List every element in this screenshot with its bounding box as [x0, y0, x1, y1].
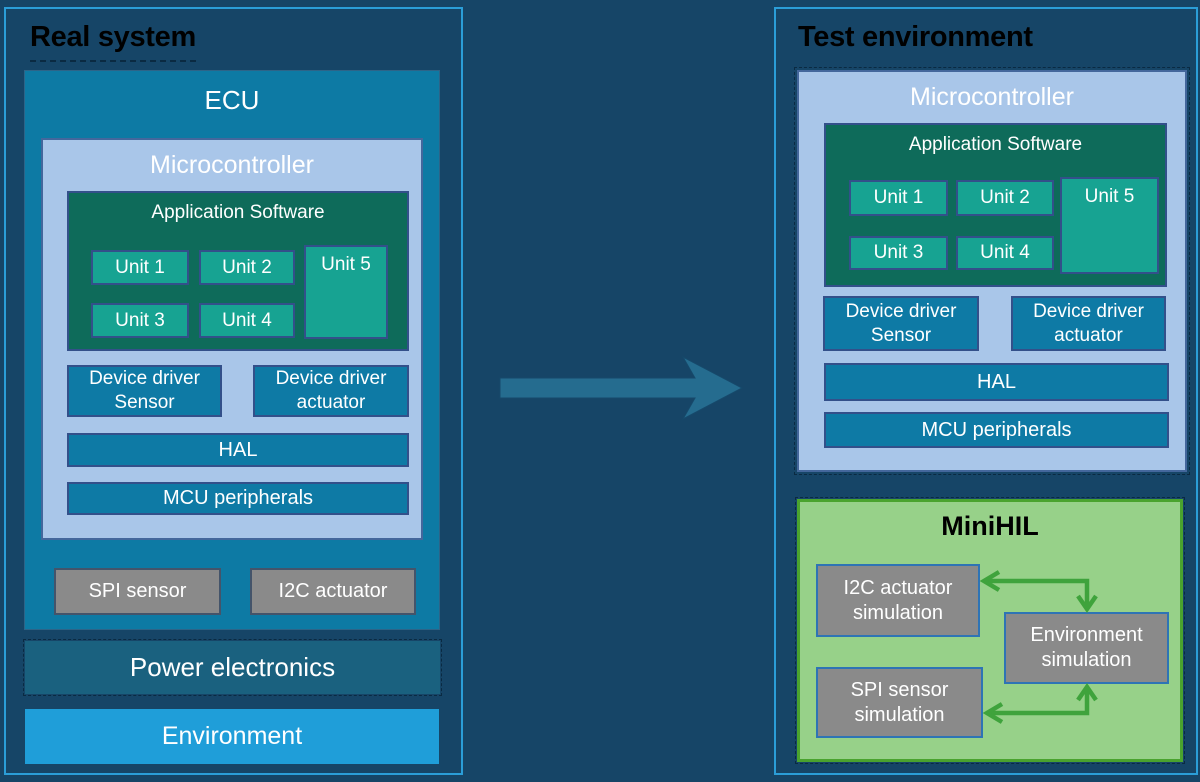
real-system-panel: Real system ECU Microcontroller Applicat… — [4, 7, 463, 775]
real-system-title: Real system — [30, 21, 196, 62]
i2c-actuator-simulation-box: I2C actuator simulation — [816, 564, 980, 637]
unit-1-box: Unit 1 — [849, 180, 948, 216]
unit-5-box: Unit 5 — [1060, 177, 1159, 274]
unit-3-box: Unit 3 — [849, 236, 948, 270]
unit-5-box: Unit 5 — [304, 245, 388, 339]
mcu-peripherals-box: MCU peripherals — [824, 412, 1169, 448]
device-driver-actuator-box: Device driver actuator — [1011, 296, 1166, 351]
application-software-box: Application Software Unit 1 Unit 2 Unit … — [824, 123, 1167, 287]
simulation-connector-arrows-icon — [979, 570, 1098, 724]
test-environment-title: Test environment — [798, 21, 1033, 53]
ecu-box: ECU Microcontroller Application Software… — [24, 70, 440, 630]
unit-4-box: Unit 4 — [199, 303, 295, 338]
unit-3-box: Unit 3 — [91, 303, 189, 338]
unit-2-box: Unit 2 — [956, 180, 1054, 216]
i2c-actuator-box: I2C actuator — [250, 568, 416, 615]
device-driver-sensor-box: Device driver Sensor — [823, 296, 979, 351]
environment-simulation-box: Environment simulation — [1004, 612, 1169, 684]
microcontroller-label: Microcontroller — [150, 151, 314, 179]
hal-box: HAL — [67, 433, 409, 467]
unit-2-box: Unit 2 — [199, 250, 295, 285]
microcontroller-box: Microcontroller Application Software Uni… — [794, 67, 1190, 475]
application-software-label: Application Software — [151, 202, 325, 223]
spi-sensor-box: SPI sensor — [54, 568, 221, 615]
microcontroller-label: Microcontroller — [910, 83, 1074, 111]
power-electronics-box: Power electronics — [23, 639, 442, 696]
unit-4-box: Unit 4 — [956, 236, 1054, 270]
unit-1-box: Unit 1 — [91, 250, 189, 285]
application-software-label: Application Software — [908, 134, 1083, 155]
device-driver-sensor-box: Device driver Sensor — [67, 365, 222, 417]
minihil-box: MiniHIL I2C actuator simulation SPI sens… — [795, 497, 1185, 764]
application-software-box: Application Software Unit 1 Unit 2 Unit … — [67, 191, 409, 351]
environment-box: Environment — [25, 709, 439, 764]
mcu-peripherals-box: MCU peripherals — [67, 482, 409, 515]
microcontroller-box: Microcontroller Application Software Uni… — [41, 138, 423, 540]
spi-sensor-simulation-box: SPI sensor simulation — [816, 667, 983, 738]
minihil-title: MiniHIL — [941, 511, 1039, 541]
right-arrow-icon — [499, 355, 744, 421]
test-environment-panel: Test environment Microcontroller Applica… — [774, 7, 1198, 775]
hal-box: HAL — [824, 363, 1169, 401]
ecu-label: ECU — [204, 85, 260, 115]
device-driver-actuator-box: Device driver actuator — [253, 365, 409, 417]
